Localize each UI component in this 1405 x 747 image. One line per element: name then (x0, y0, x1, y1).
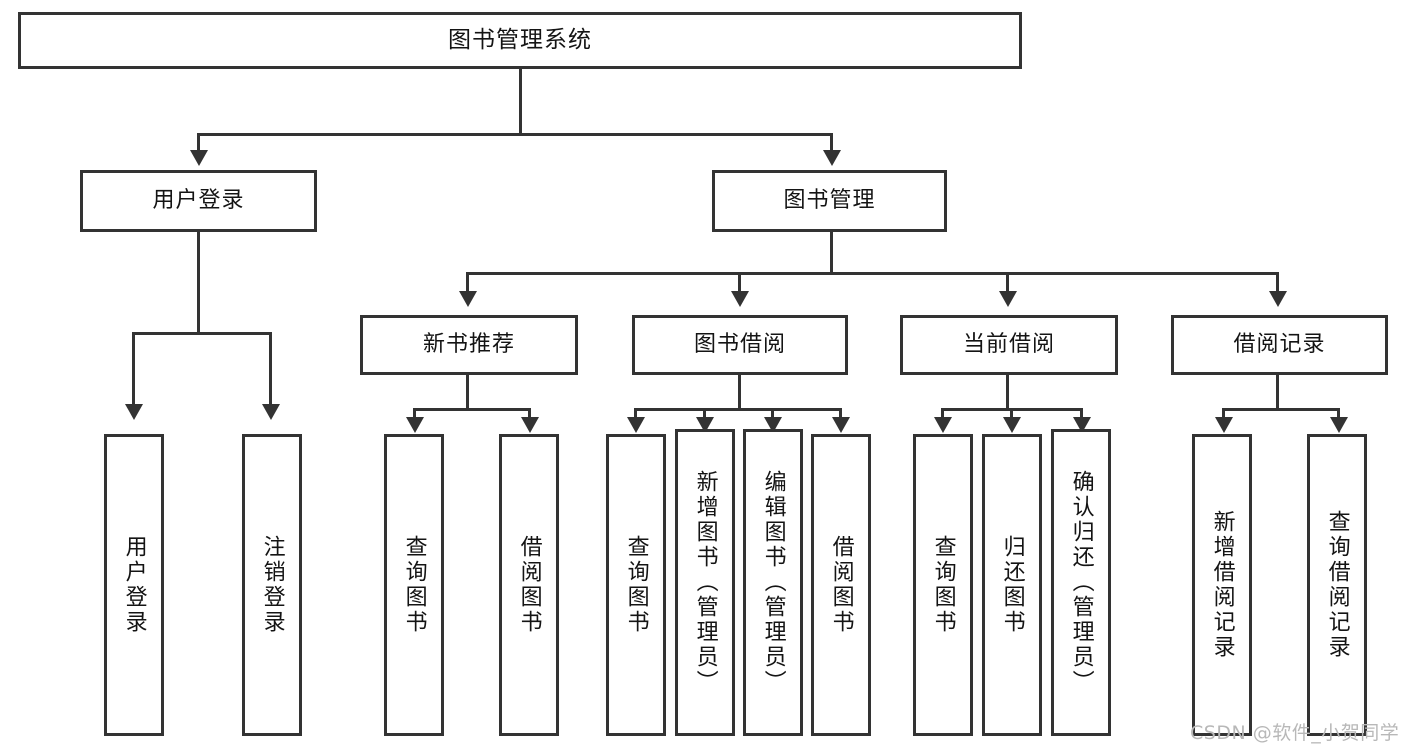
connector-book-mgmt-drop-2 (738, 272, 741, 294)
csdn-watermark: CSDN @软件_小贺同学 (1190, 722, 1400, 744)
node-label: 借阅图书 (828, 535, 854, 635)
node-user-login[interactable]: 用户登录 (80, 170, 317, 232)
node-label: 新增借阅记录 (1209, 510, 1235, 660)
node-label: 新增图书（管理员） (692, 470, 718, 695)
leaf-query-book-borrow[interactable]: 查询图书 (606, 434, 666, 736)
connector-book-mgmt-stem (830, 232, 833, 274)
leaf-borrow-book[interactable]: 借阅图书 (811, 434, 871, 736)
arrow-to-current-borrow (999, 291, 1017, 307)
arrow-to-book-borrow (731, 291, 749, 307)
connector-book-mgmt-bar (466, 272, 1279, 275)
node-borrow-record[interactable]: 借阅记录 (1171, 315, 1388, 375)
node-book-borrow[interactable]: 图书借阅 (632, 315, 848, 375)
connector-br-drop-1 (1222, 408, 1225, 420)
arrow-to-leaf-logout (262, 404, 280, 420)
leaf-add-book-admin[interactable]: 新增图书（管理员） (675, 429, 735, 736)
node-current-borrow[interactable]: 当前借阅 (900, 315, 1118, 375)
node-label: 确认归还（管理员） (1068, 470, 1094, 695)
connector-br-stem (1276, 375, 1279, 410)
connector-bb-stem (738, 375, 741, 410)
arrow-to-new-book-recommend (459, 291, 477, 307)
node-label: 借阅记录 (1233, 332, 1326, 358)
arrow-to-leaf-query-record (1330, 417, 1348, 433)
arrow-to-leaf-query-book-3 (934, 417, 952, 433)
node-label: 新书推荐 (422, 332, 515, 358)
node-label: 编辑图书（管理员） (760, 470, 786, 695)
leaf-confirm-return-admin[interactable]: 确认归还（管理员） (1051, 429, 1111, 736)
connector-book-mgmt-drop-4 (1276, 272, 1279, 294)
arrow-to-leaf-query-book-1 (406, 417, 424, 433)
node-label: 用户登录 (152, 188, 245, 214)
leaf-query-borrow-record[interactable]: 查询借阅记录 (1307, 434, 1367, 736)
node-label: 用户登录 (121, 535, 147, 635)
connector-user-login-stem (197, 232, 200, 334)
connector-br-bar (1222, 408, 1340, 411)
arrow-to-leaf-query-book-2 (627, 417, 645, 433)
connector-user-login-drop-2 (269, 332, 272, 407)
connector-root-drop-1 (197, 133, 200, 153)
node-label: 图书管理系统 (448, 27, 592, 54)
node-label: 查询借阅记录 (1324, 510, 1350, 660)
node-label: 查询图书 (401, 535, 427, 635)
node-label: 查询图书 (623, 535, 649, 635)
arrow-to-leaf-user-login (125, 404, 143, 420)
connector-nbr-drop-2 (528, 408, 531, 420)
node-label: 查询图书 (930, 535, 956, 635)
connector-book-mgmt-drop-3 (1006, 272, 1009, 294)
node-label: 图书管理 (783, 188, 876, 214)
node-book-management[interactable]: 图书管理 (712, 170, 947, 232)
leaf-user-login[interactable]: 用户登录 (104, 434, 164, 736)
connector-root-bar (197, 133, 833, 136)
node-book-management-system[interactable]: 图书管理系统 (18, 12, 1022, 69)
connector-bb-drop-1 (634, 408, 637, 420)
connector-user-login-bar (132, 332, 271, 335)
connector-cb-drop-1 (941, 408, 944, 420)
leaf-query-book-recommend[interactable]: 查询图书 (384, 434, 444, 736)
arrow-to-user-login (190, 150, 208, 166)
leaf-edit-book-admin[interactable]: 编辑图书（管理员） (743, 429, 803, 736)
arrow-to-borrow-record (1269, 291, 1287, 307)
connector-cb-stem (1006, 375, 1009, 410)
connector-cb-drop-2 (1010, 408, 1013, 420)
node-new-book-recommend[interactable]: 新书推荐 (360, 315, 578, 375)
connector-bb-bar (634, 408, 842, 411)
connector-nbr-bar (413, 408, 531, 411)
node-label: 图书借阅 (693, 332, 786, 358)
arrow-to-leaf-borrow-book-1 (521, 417, 539, 433)
arrow-to-leaf-add-record (1215, 417, 1233, 433)
connector-bb-drop-2 (703, 408, 706, 420)
arrow-to-leaf-return-book (1003, 417, 1021, 433)
connector-br-drop-2 (1337, 408, 1340, 420)
leaf-logout[interactable]: 注销登录 (242, 434, 302, 736)
connector-root-stem (519, 69, 522, 135)
connector-nbr-stem (466, 375, 469, 410)
arrow-to-book-management (823, 150, 841, 166)
node-label: 归还图书 (999, 535, 1025, 635)
connector-bb-drop-3 (771, 408, 774, 420)
node-label: 当前借阅 (962, 332, 1055, 358)
connector-nbr-drop-1 (413, 408, 416, 420)
node-label: 注销登录 (259, 535, 285, 635)
leaf-return-book[interactable]: 归还图书 (982, 434, 1042, 736)
arrow-to-leaf-borrow-book-2 (832, 417, 850, 433)
connector-root-drop-2 (830, 133, 833, 153)
connector-bb-drop-4 (839, 408, 842, 420)
leaf-borrow-book-recommend[interactable]: 借阅图书 (499, 434, 559, 736)
connector-cb-drop-3 (1080, 408, 1083, 420)
leaf-add-borrow-record[interactable]: 新增借阅记录 (1192, 434, 1252, 736)
connector-book-mgmt-drop-1 (466, 272, 469, 294)
leaf-query-book-current[interactable]: 查询图书 (913, 434, 973, 736)
node-label: 借阅图书 (516, 535, 542, 635)
connector-user-login-drop-1 (132, 332, 135, 407)
